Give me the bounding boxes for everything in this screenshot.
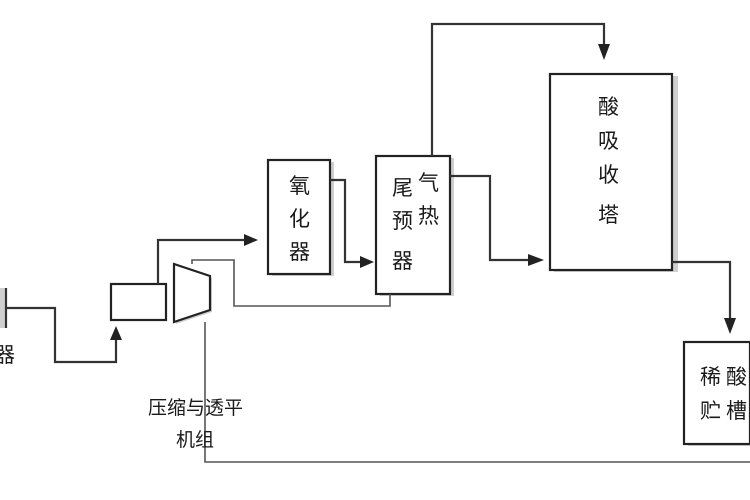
arrow-into-tower-side (528, 254, 544, 266)
left-partial-unit-body (0, 288, 6, 328)
left-partial-label: 器 (0, 343, 15, 367)
pipe-compressor-to-preheater (191, 259, 391, 307)
compressor-body (172, 262, 212, 324)
storage-label-c2-1: 酸 (726, 365, 747, 389)
oxidizer-label-char-2: 化 (289, 207, 310, 231)
compressor-label-line2: 机组 (176, 429, 214, 451)
preheater-label-c1-2: 预 (392, 209, 413, 233)
pipe-mixer-to-oxidizer (156, 238, 245, 284)
tower-label-char-4: 塔 (598, 203, 619, 227)
storage-label-c1-1: 稀 (700, 365, 721, 389)
oxidizer-label-char-1: 氧 (289, 174, 310, 198)
preheater-label-c1-1: 尾 (392, 176, 413, 200)
mixer-box-body (109, 282, 168, 322)
compressor-turbine-unit (172, 262, 212, 324)
pipe-preheater-to-tower-top (430, 22, 606, 156)
left-partial-unit: 器 (0, 288, 15, 367)
preheater-label-c2-1: 气 (418, 171, 439, 195)
compressor-label-line1: 压缩与透平 (148, 397, 243, 419)
acid-absorption-tower: 酸 吸 收 塔 (548, 72, 678, 272)
storage-label-c2-2: 槽 (726, 399, 747, 423)
pipe-oxidizer-to-preheater (330, 178, 362, 264)
tower-body (548, 72, 674, 272)
pipe-tower-to-storage (672, 260, 732, 320)
mixer-box (109, 282, 168, 322)
pipe-preheater-to-tower-side (450, 174, 530, 262)
pipe-compressor-bottom-return (204, 322, 750, 463)
preheater-label-c1-3: 器 (392, 249, 413, 273)
arrow-into-tower-top (598, 44, 610, 60)
arrow-into-oxidizer (244, 234, 258, 246)
dilute-acid-storage-tank: 稀 贮 酸 槽 (682, 340, 750, 446)
storage-label-c1-2: 贮 (700, 399, 721, 423)
pipe-left-to-mixer (6, 306, 118, 364)
oxidizer-label-char-3: 器 (289, 240, 310, 264)
oxidizer: 氧 化 器 (266, 158, 334, 276)
preheater-body (374, 154, 452, 296)
tower-label-char-2: 吸 (598, 129, 619, 153)
arrow-into-preheater (360, 256, 374, 268)
tower-label-char-1: 酸 (598, 95, 619, 119)
tower-label-char-3: 收 (598, 163, 619, 187)
preheater-label-c2-2: 热 (418, 204, 439, 228)
oxidizer-body (266, 158, 332, 276)
storage-body (682, 340, 750, 446)
arrow-into-mixer (110, 326, 122, 340)
tail-gas-preheater: 尾 预 器 气 热 (374, 154, 454, 296)
arrow-into-storage (724, 318, 736, 334)
